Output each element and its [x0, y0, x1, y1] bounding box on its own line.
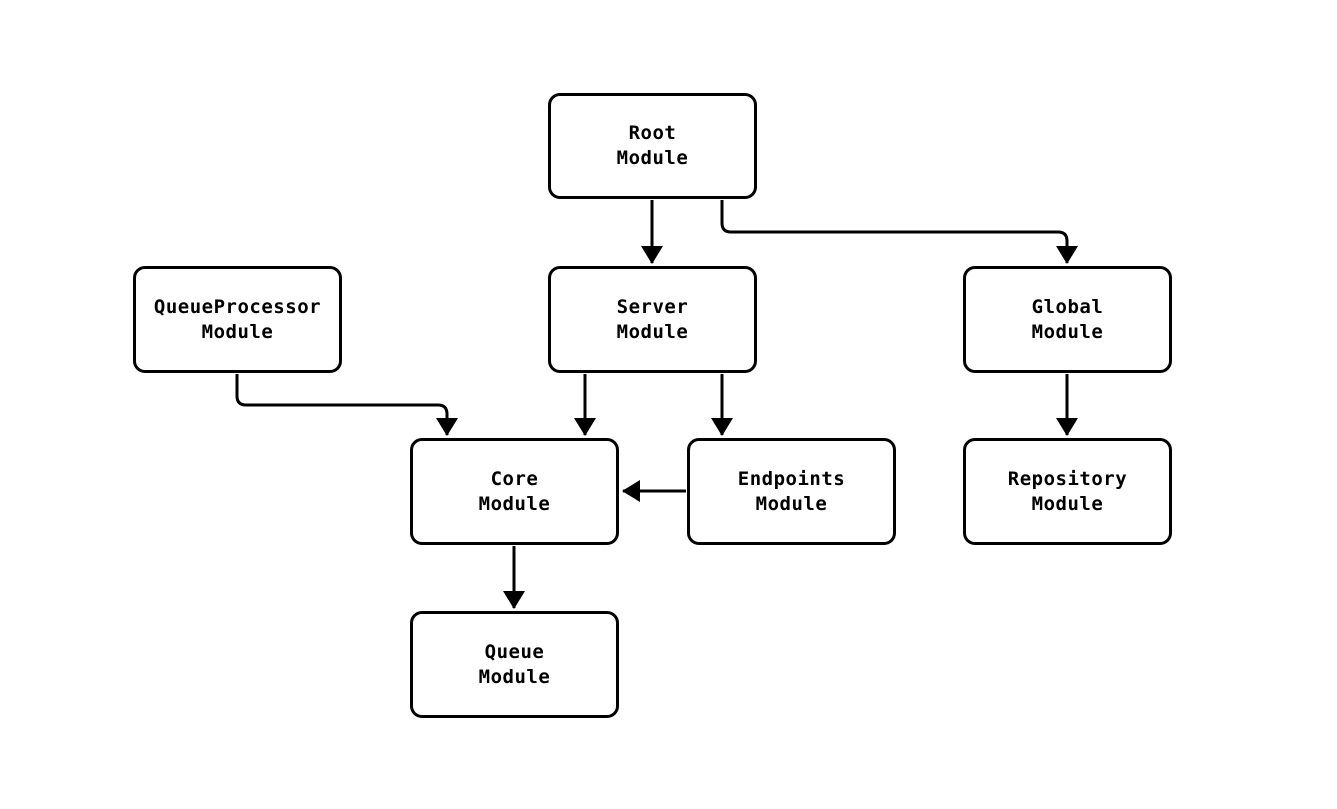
node-label: Module — [755, 492, 828, 515]
node-label: Repository — [1007, 467, 1128, 490]
node-label: Module — [616, 147, 689, 169]
edge-root-to-global — [720, 200, 1078, 264]
node-label: Root — [628, 122, 677, 144]
node-label: Module — [616, 320, 689, 343]
node-label: Global — [1031, 295, 1104, 318]
node-label: Queue — [484, 640, 545, 663]
node-label: Module — [1031, 320, 1104, 343]
edge-queueprocessor-to-core — [235, 374, 458, 436]
node-label: Module — [201, 320, 274, 343]
node-label: Module — [478, 665, 551, 688]
node-label: Endpoints — [737, 467, 846, 490]
node-label: Module — [478, 492, 551, 515]
node-label: QueueProcessor — [153, 295, 322, 318]
node-label: Server — [616, 295, 689, 318]
node-label: Core — [490, 467, 539, 490]
node-label: Module — [1031, 492, 1104, 515]
